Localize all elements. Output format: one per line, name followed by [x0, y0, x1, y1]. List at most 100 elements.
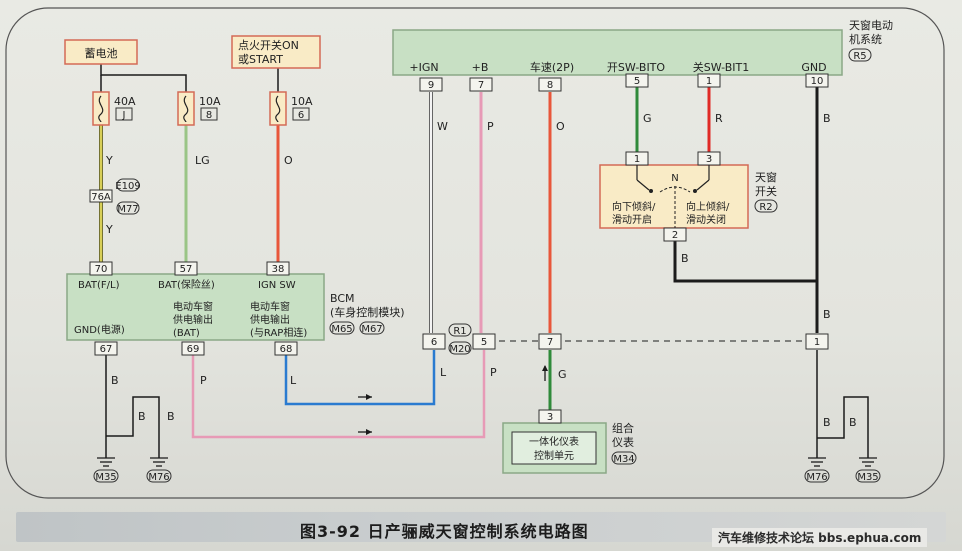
ground-badge [804, 469, 830, 483]
fuse-code: J [122, 110, 126, 121]
figure-caption: 图3-92 日产骊威天窗控制系统电路图 [300, 522, 589, 541]
meter-unit-2: 控制单元 [534, 449, 574, 462]
motor-label-b: +B [472, 61, 489, 74]
fuse-body [269, 91, 287, 126]
bcm-title: BCM [330, 292, 355, 305]
site-watermark: 汽车维修技术论坛 bbs.ephua.com [712, 528, 928, 547]
bcm-body [66, 273, 325, 341]
fuse-rating: 10A [199, 95, 221, 108]
ignition-label-line1: 点火开关ON [238, 38, 299, 52]
ground-badge [93, 469, 119, 483]
bcm-pin-box [174, 261, 198, 276]
bcm-pin-57: 57 [180, 264, 193, 275]
motor-label-open: 开SW-BITO [607, 61, 665, 74]
connector-code-badge [116, 201, 140, 215]
bcm-conn-badge [329, 321, 355, 335]
bcm-module: 70 57 38 67 69 68 BAT(F/L) BAT(保险丝) IGN … [66, 261, 325, 356]
bcm-conn-1: M65 [331, 324, 352, 335]
joint-pin-7: 7 [547, 337, 553, 348]
bcm-conn-badge [359, 321, 385, 335]
wire-p-lower [191, 350, 486, 439]
sunroof-switch: 1 3 2 N 向下倾斜/ 滑动开启 向上倾斜/ 滑动关闭 [599, 151, 749, 242]
motor-title-1: 天窗电动 [849, 18, 893, 32]
motor-pin-box [805, 73, 829, 88]
battery-label: 蓄电池 [85, 47, 118, 60]
sunroof-motor-body [392, 29, 843, 76]
wire-label-o-speed: O [556, 120, 565, 133]
switch-title-1: 天窗 [755, 170, 777, 184]
switch-contact-right-dot [693, 189, 697, 193]
switch-neutral: N [671, 173, 678, 184]
bcm-pin-70: 70 [95, 264, 108, 275]
arrow-g-head [542, 365, 548, 371]
battery-box [64, 39, 138, 65]
diagram-frame [5, 7, 945, 499]
joint-pin-box [472, 333, 496, 350]
wire-label-g-switch: G [643, 112, 652, 125]
meter-pin-box [538, 409, 562, 424]
motor-pin-8: 8 [547, 80, 553, 91]
wire-label-b-left-1: B [111, 374, 119, 387]
fuse-code: 8 [206, 110, 212, 121]
fuse-40a: 40A J [92, 91, 136, 126]
connector-code-badge [116, 178, 140, 192]
connector-pin: 76A [91, 192, 111, 203]
wire-label-y-upper: Y [105, 154, 113, 167]
motor-pin-box [697, 73, 721, 88]
ignition-switch-box [231, 35, 321, 69]
ground-badge [146, 469, 172, 483]
bcm-label-bat-fl: BAT(F/L) [78, 280, 120, 291]
bcm-pin-box [94, 341, 118, 356]
motor-conn-badge [848, 48, 872, 62]
switch-down-2: 滑动开启 [612, 213, 652, 226]
joint-pin-box [538, 333, 562, 350]
wire-label-p-upper: P [487, 120, 494, 133]
wires [99, 64, 869, 458]
ground-badge [855, 469, 881, 483]
connector-code: M77 [117, 204, 138, 215]
motor-pin-7: 7 [478, 80, 484, 91]
motor-pin-10: 10 [811, 76, 824, 87]
switch-contact-left-arm [636, 179, 650, 191]
wire-label-o-ignition: O [284, 154, 293, 167]
bcm-pin-68: 68 [280, 344, 293, 355]
wire-label-l-joint: L [440, 366, 447, 379]
bcm-conn-2: M67 [361, 324, 382, 335]
fuse-code: 6 [298, 110, 304, 121]
sunroof-motor-module: +IGN +B 车速(2P) 开SW-BITO 关SW-BIT1 GND 9 7… [392, 29, 843, 92]
switch-conn-badge [754, 199, 778, 213]
switch-up-2: 滑动关闭 [686, 213, 726, 226]
fuse-rating: 40A [114, 95, 136, 108]
wire-label-lg: LG [195, 154, 210, 167]
bcm-label-ign-sw: IGN SW [258, 280, 296, 291]
bcm-pin-box [266, 261, 290, 276]
wire-label-w: W [437, 120, 448, 133]
wire-l [284, 350, 436, 406]
switch-contact-right-arm [696, 179, 710, 191]
wire-label-b-switch: B [681, 252, 689, 265]
connector-code: E109 [115, 181, 140, 192]
wire-label-r: R [715, 112, 723, 125]
meter-unit-box [511, 431, 597, 465]
switch-pin-2: 2 [672, 230, 678, 241]
bcm-pin-69: 69 [187, 344, 200, 355]
arrow-l-head [366, 394, 372, 400]
bcm-label-out-bat-2: 供电输出 [173, 313, 213, 326]
meter-conn: M34 [613, 454, 634, 465]
joint-conn-2: M20 [449, 344, 470, 355]
wire-label-g-speed: G [558, 368, 567, 381]
motor-pin-5: 5 [634, 76, 640, 87]
fuse-icon [275, 95, 281, 123]
motor-pin-box [419, 77, 443, 92]
fuse-icon [98, 95, 104, 123]
fuse-code-box [200, 107, 218, 121]
joint-conn-1: R1 [453, 326, 466, 337]
bcm-pin-box [274, 341, 298, 356]
meter-unit-1: 一体化仪表 [529, 435, 579, 448]
bcm-label-out-bat-1: 电动车窗 [173, 300, 213, 313]
wire-b-left-ground-2 [106, 396, 160, 458]
ground-right-2-icon [859, 457, 877, 467]
bcm-label-out-rap-3: (与RAP相连) [250, 326, 307, 339]
ignition-label-line2: 或START [238, 53, 283, 66]
